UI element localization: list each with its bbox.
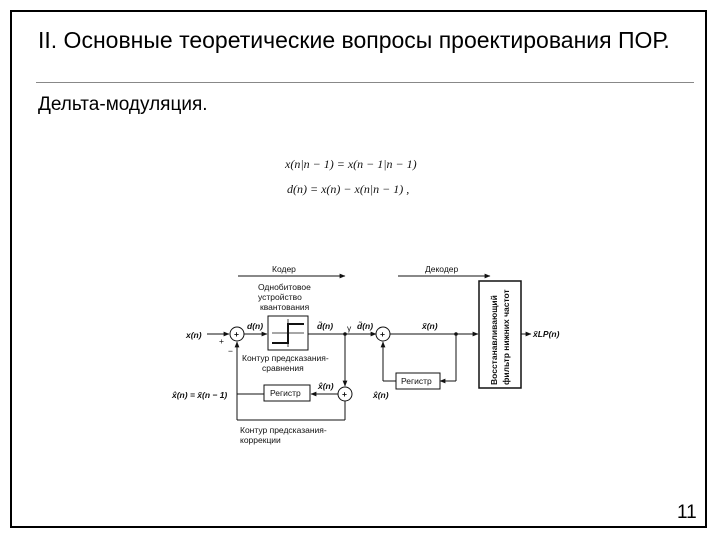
- slide-number: 11: [677, 502, 697, 523]
- signal-x-tilde: x̃(n): [421, 321, 438, 331]
- compare-label-2: сравнения: [262, 363, 304, 373]
- correct-label-1: Контур предсказания-: [240, 425, 327, 435]
- svg-text:+: +: [234, 329, 239, 339]
- signal-d-n: d(n): [247, 321, 263, 331]
- signal-x-n: x(n): [185, 330, 202, 340]
- minus-sign: −: [228, 346, 233, 356]
- register-box: [263, 384, 311, 402]
- title-divider: [36, 82, 694, 83]
- signal-x-lp: x̃LP(n): [532, 329, 560, 339]
- filter-label-1: Восстанавливающий: [489, 295, 499, 385]
- signal-d-tilde-dec: d̃(n): [357, 320, 373, 331]
- register-label: Регистр: [270, 388, 301, 398]
- formula-prediction: x(n|n − 1) = x(n − 1|n − 1): [285, 157, 417, 171]
- register2-label: Регистр: [401, 376, 432, 386]
- lowpass-filter-box: [478, 280, 522, 389]
- quantizer-label-1: Однобитовое: [258, 282, 311, 292]
- correct-label-2: коррекции: [240, 435, 281, 445]
- quantizer-label-3: квантования: [260, 302, 310, 312]
- slide-subtitle: Дельта-модуляция.: [38, 94, 208, 115]
- compare-label-1: Контур предсказания-: [242, 353, 329, 363]
- svg-text:+: +: [342, 389, 347, 399]
- signal-x-hat-coder: x̂(n): [317, 381, 334, 391]
- filter-label-2: фильтр нижних частот: [501, 289, 511, 385]
- slide-title: II. Основные теоретические вопросы проек…: [38, 27, 670, 53]
- decoder-label: Декодер: [425, 264, 459, 274]
- coder-label: Кодер: [272, 264, 296, 274]
- quantizer-label-2: устройство: [258, 292, 302, 302]
- formula-difference: d(n) = x(n) − x(n|n − 1) ,: [287, 182, 410, 196]
- plus-sign: +: [219, 336, 224, 346]
- signal-x-hat-eq: x̂(n) = x̃(n − 1): [171, 390, 227, 400]
- svg-text:+: +: [380, 329, 385, 339]
- signal-x-hat-dec: x̂(n): [372, 390, 389, 400]
- slide-frame: [10, 10, 707, 528]
- gamma-label: γ: [347, 323, 352, 333]
- signal-d-tilde: d̃(n): [317, 320, 333, 331]
